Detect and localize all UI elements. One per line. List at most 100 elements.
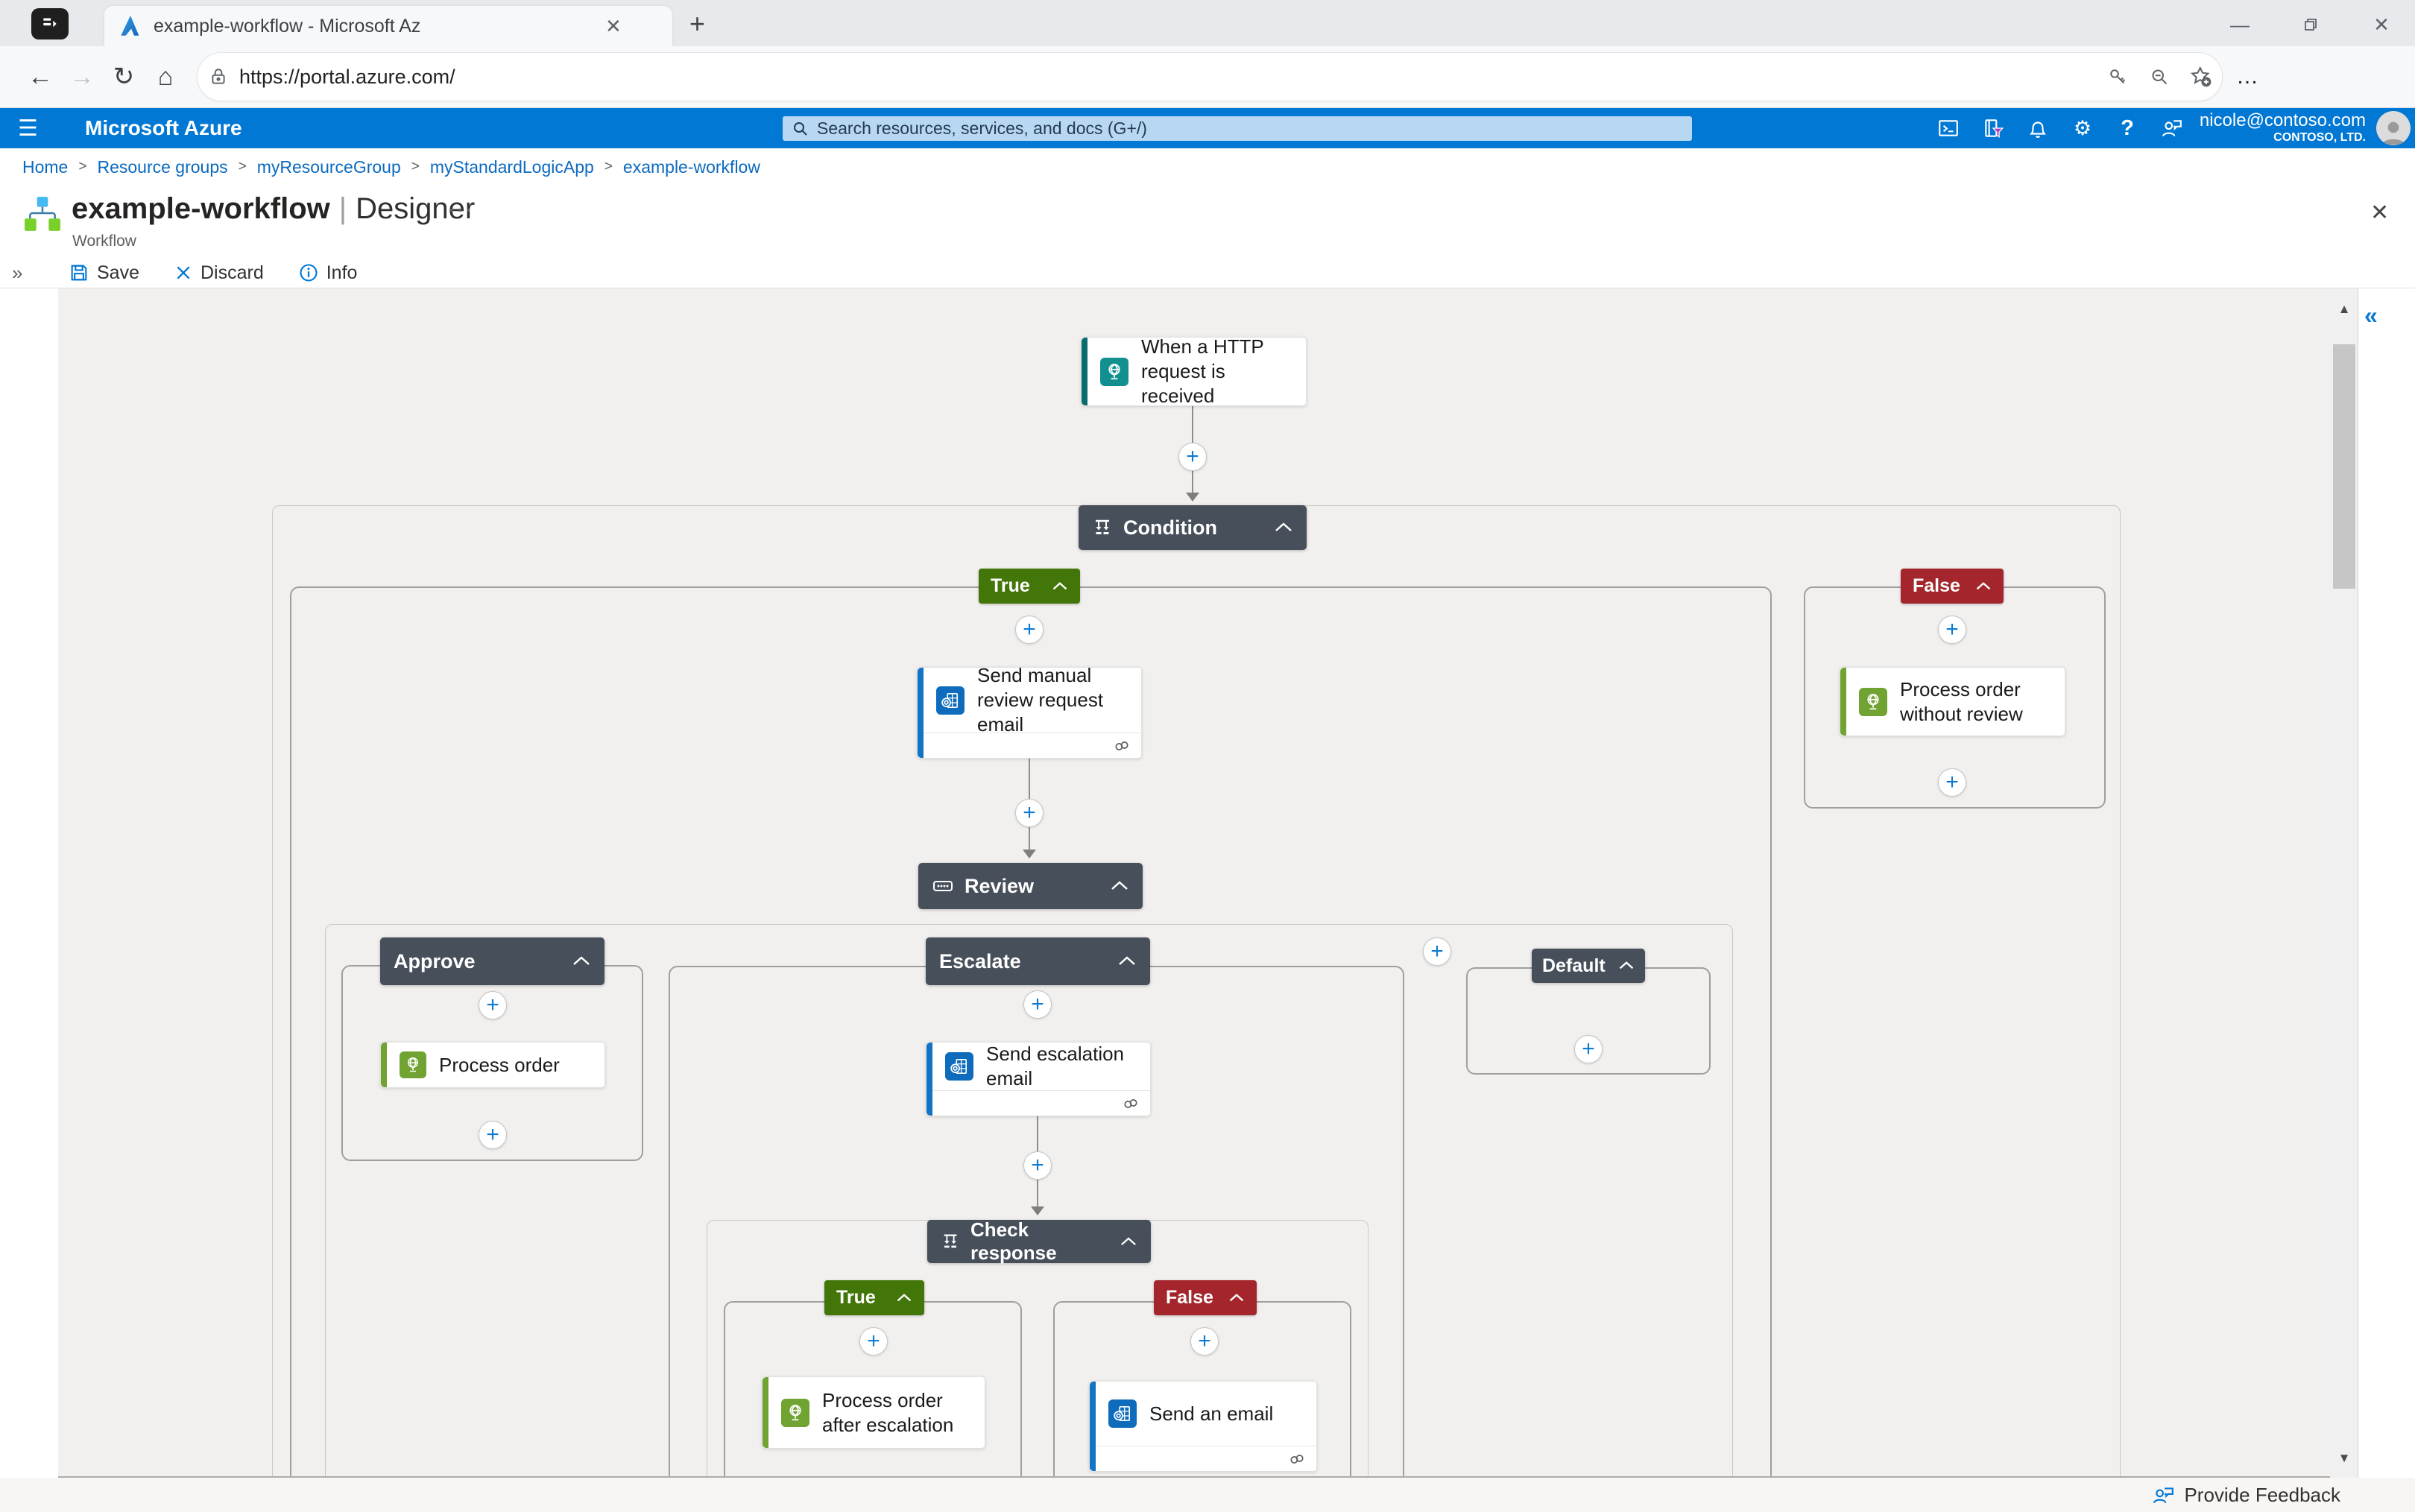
provide-feedback-button[interactable]: Provide Feedback	[2184, 1483, 2340, 1506]
add-case-button[interactable]: +	[1423, 937, 1451, 966]
plus-icon: +	[1582, 1037, 1595, 1061]
breadcrumb-separator: >	[604, 159, 613, 174]
window-close-button[interactable]: ✕	[2373, 13, 2390, 36]
default-case-node[interactable]: Default	[1532, 949, 1645, 983]
false-branch-badge[interactable]: False	[1901, 569, 2004, 604]
add-favorite-icon[interactable]	[2180, 66, 2222, 88]
settings-gear-icon[interactable]: ⚙	[2073, 116, 2092, 139]
window-restore-button[interactable]	[2298, 12, 2323, 37]
action-card-send-manual-review[interactable]: Send manual review request email	[917, 664, 1142, 759]
vertical-scrollbar[interactable]: ▲ ▼	[2330, 288, 2358, 1478]
chevron-up-icon[interactable]	[1120, 1236, 1137, 1247]
chevron-up-icon[interactable]	[1117, 955, 1137, 967]
help-icon[interactable]: ?	[2121, 116, 2134, 140]
connection-link-icon[interactable]	[1113, 737, 1131, 755]
card-accent-strip	[1840, 668, 1846, 736]
check-response-node[interactable]: Check response	[927, 1218, 1151, 1264]
collapse-panel-icon[interactable]: «	[2364, 302, 2378, 329]
discard-button[interactable]: Discard	[174, 262, 264, 284]
breadcrumb-home[interactable]: Home	[22, 156, 69, 177]
connection-link-icon[interactable]	[1288, 1450, 1306, 1468]
password-key-icon[interactable]	[2097, 67, 2138, 87]
insert-step-button[interactable]: +	[1023, 1151, 1052, 1180]
insert-step-button[interactable]: +	[1023, 990, 1052, 1019]
breadcrumb: Home > Resource groups > myResourceGroup…	[22, 148, 760, 186]
trigger-card-http-request[interactable]: When a HTTP request is received	[1081, 335, 1307, 407]
breadcrumb-resource-group[interactable]: myResourceGroup	[256, 156, 401, 177]
chevron-up-icon[interactable]	[1274, 522, 1293, 534]
global-search[interactable]	[783, 116, 1692, 141]
directory-filter-icon[interactable]	[1980, 115, 2007, 142]
action-card-send-an-email[interactable]: Send an email	[1089, 1381, 1317, 1472]
insert-step-button[interactable]: +	[1938, 616, 1966, 644]
global-search-input[interactable]	[817, 118, 1637, 139]
approve-label: Approve	[394, 949, 476, 972]
info-button[interactable]: Info	[298, 262, 357, 284]
vertical-tabs-button[interactable]	[31, 8, 69, 39]
breadcrumb-workflow[interactable]: example-workflow	[622, 156, 760, 177]
close-blade-icon[interactable]: ✕	[2370, 200, 2390, 225]
escalate-case-node[interactable]: Escalate	[926, 937, 1150, 985]
action-label: Process order after escalation	[822, 1388, 954, 1436]
approve-case-node[interactable]: Approve	[380, 937, 604, 985]
canvas-bottom-border	[58, 1476, 2330, 1478]
window-minimize-button[interactable]: —	[2230, 13, 2250, 36]
browser-tab-strip: example-workflow - Microsoft Az ✕ + — ✕	[0, 0, 2415, 46]
action-card-process-order[interactable]: Process order	[380, 1042, 605, 1088]
insert-step-button[interactable]: +	[1015, 616, 1044, 644]
right-panel: «	[2358, 288, 2415, 1478]
scroll-down-icon[interactable]: ▼	[2337, 1451, 2351, 1465]
tab-close-icon[interactable]: ✕	[605, 14, 622, 37]
review-switch-node[interactable]: Review	[918, 863, 1143, 909]
insert-step-button[interactable]: +	[1574, 1035, 1603, 1063]
condition-node[interactable]: Condition	[1079, 505, 1307, 550]
zoom-out-icon[interactable]	[2138, 67, 2180, 87]
check-true-badge[interactable]: True	[824, 1280, 924, 1315]
url-pill[interactable]	[197, 52, 2223, 101]
cloud-shell-icon[interactable]	[1935, 115, 1962, 142]
true-branch-badge[interactable]: True	[979, 569, 1080, 604]
portal-menu-icon[interactable]: ☰	[18, 116, 38, 141]
new-tab-button[interactable]: +	[689, 8, 706, 39]
switch-scope-box	[325, 924, 1733, 1512]
refresh-icon[interactable]: ↻	[113, 63, 135, 91]
action-label: Process order	[439, 1053, 560, 1076]
expand-menu-icon[interactable]: »	[12, 261, 23, 284]
default-label: Default	[1542, 955, 1606, 976]
insert-step-button[interactable]: +	[1938, 768, 1966, 797]
account-info[interactable]: nicole@contoso.com CONTOSO, LTD.	[2200, 112, 2366, 146]
feedback-icon[interactable]	[2159, 115, 2185, 142]
chevron-up-icon[interactable]	[1110, 880, 1129, 892]
action-card-process-order-without-review[interactable]: Process order without review	[1840, 667, 2065, 736]
browser-settings-icon[interactable]: …	[2236, 64, 2260, 89]
insert-step-button[interactable]: +	[1178, 443, 1207, 471]
scrollbar-thumb[interactable]	[2333, 344, 2355, 589]
home-icon[interactable]: ⌂	[157, 62, 174, 91]
check-false-badge[interactable]: False	[1154, 1280, 1257, 1315]
chevron-up-icon[interactable]	[572, 955, 591, 967]
breadcrumb-logic-app[interactable]: myStandardLogicApp	[429, 156, 594, 177]
chevron-up-icon[interactable]	[1618, 961, 1635, 971]
insert-step-button[interactable]: +	[1190, 1327, 1219, 1356]
workflow-name: example-workflow	[72, 192, 330, 225]
insert-step-button[interactable]: +	[1015, 799, 1044, 827]
connection-link-icon[interactable]	[1122, 1095, 1140, 1113]
url-input[interactable]	[239, 65, 2097, 89]
save-button[interactable]: Save	[69, 262, 139, 284]
card-footer	[1090, 1446, 1316, 1471]
scroll-up-icon[interactable]: ▲	[2337, 302, 2351, 316]
title-more-icon[interactable]: ⋯	[447, 196, 473, 224]
check-response-label: Check response	[970, 1218, 1057, 1264]
designer-canvas[interactable]	[0, 288, 2415, 1478]
back-icon[interactable]: ←	[28, 62, 53, 91]
insert-step-button[interactable]: +	[859, 1327, 888, 1356]
insert-step-button[interactable]: +	[479, 991, 507, 1019]
insert-step-button[interactable]: +	[479, 1121, 507, 1149]
action-card-send-escalation-email[interactable]: Send escalation email	[926, 1042, 1151, 1116]
browser-tab[interactable]: example-workflow - Microsoft Az ✕	[104, 6, 672, 46]
azure-brand[interactable]: Microsoft Azure	[85, 116, 242, 139]
notifications-bell-icon[interactable]	[2024, 115, 2051, 142]
avatar[interactable]	[2376, 111, 2411, 145]
action-card-process-order-after-escalation[interactable]: Process order after escalation	[762, 1376, 985, 1449]
breadcrumb-resource-groups[interactable]: Resource groups	[97, 156, 228, 177]
